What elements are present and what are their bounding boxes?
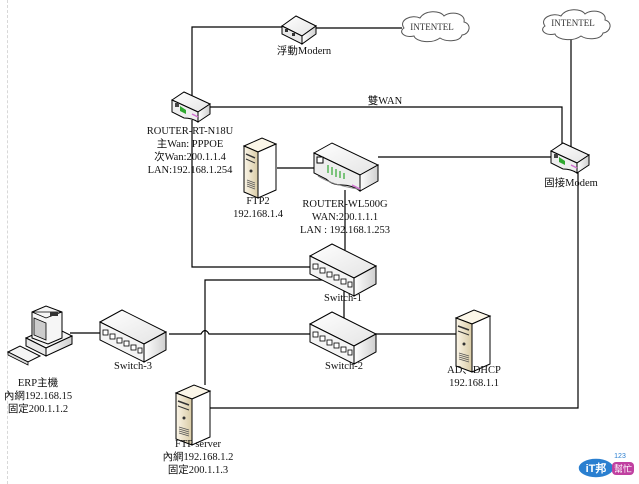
- label-router-wl500g: ROUTER-WL500G WAN:200.1.1.1 LAN : 192.16…: [299, 199, 391, 236]
- label-switch2: Switch-2: [325, 361, 363, 372]
- label-mobile-modem: 浮動Modern: [276, 46, 332, 57]
- ftp2-server-icon[interactable]: [242, 137, 278, 199]
- cloud-top-label: INTENTEL: [410, 22, 453, 32]
- link-dual-wan: [210, 106, 563, 150]
- ftp-server-icon[interactable]: [174, 384, 212, 446]
- label-ftp2: FTP2 192.168.1.4: [233, 196, 283, 220]
- link-switch1-ftp-server: [204, 279, 330, 385]
- link-n18u-switch1: [191, 120, 312, 268]
- label-fixed-modem: 固接Modem: [544, 178, 598, 189]
- label-router-n18u: ROUTER-RT-N18U 主Wan: PPPOE 次Wan:200.1.1.…: [146, 126, 234, 176]
- internet-cloud-top: INTENTEL: [401, 11, 470, 43]
- erp-host-computer-icon[interactable]: [6, 305, 74, 366]
- label-erp-host: ERP主機 內網192.168.15 固定200.1.1.2: [3, 378, 73, 415]
- label-switch3: Switch-3: [114, 361, 152, 372]
- router-wl500g-icon[interactable]: [312, 142, 380, 192]
- logo-sub-badge: [612, 462, 634, 475]
- cloud-right-label: INTENTEL: [551, 18, 594, 28]
- internet-cloud-right: INTENTEL: [542, 9, 611, 41]
- ad-dhcp-server-icon[interactable]: [454, 309, 492, 373]
- label-ftp-server: FTP server 內網192.168.1.2 固定200.1.1.3: [162, 439, 234, 476]
- switch2-icon[interactable]: [308, 311, 378, 365]
- logo-text: iT邦: [586, 461, 607, 475]
- link-switch3-switch2: [169, 329, 312, 335]
- label-switch1: Switch-1: [324, 293, 362, 304]
- link-n18u-mobile-modem: [191, 26, 285, 98]
- router-n18u-icon[interactable]: [170, 91, 212, 123]
- fixed-modem-icon[interactable]: [549, 142, 591, 174]
- label-dual-wan: 雙WAN: [367, 96, 403, 107]
- label-ad-dhcp: AD、DHCP 192.168.1.1: [447, 365, 501, 389]
- mobile-modem-icon[interactable]: [281, 15, 317, 45]
- switch3-icon[interactable]: [98, 309, 168, 363]
- link-ftp-server-fixed-modem: [198, 168, 579, 409]
- page-margin-guide: [7, 0, 8, 484]
- logo-number: 123: [614, 453, 626, 460]
- ithome-watermark-logo: iT邦 幫忙 123: [577, 453, 634, 479]
- switch1-icon[interactable]: [308, 243, 378, 297]
- logo-sub-text: 幫忙: [614, 463, 632, 474]
